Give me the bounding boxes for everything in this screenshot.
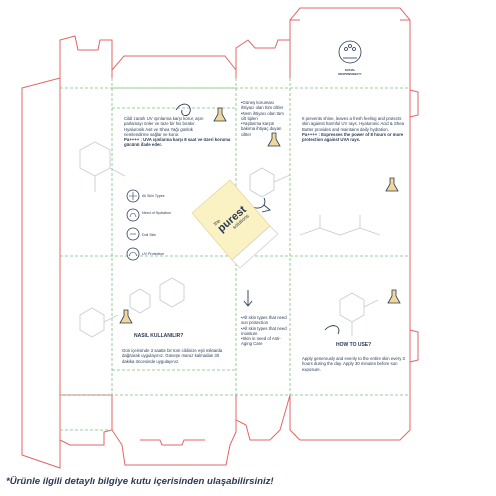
social-responsibility-logo: [338, 40, 362, 64]
side-list-tr: •Güneş koruması ihtiyacı olan tüm ciltle…: [241, 100, 287, 137]
howto-en-title: HOW TO USE?: [336, 342, 372, 348]
pa-note-en: Pa++++ : Expresses the power of 8 hours …: [302, 131, 404, 143]
pa-note-tr: Pa++++ : UVA ışınlarına karşı 8 saat ve …: [124, 137, 231, 148]
flask-icon: [387, 289, 401, 304]
flask-icon: [213, 107, 227, 122]
logo-line-1: SOCIAL: [344, 68, 356, 72]
side-list-en-item-1: •All skin types that need sun protection: [241, 315, 287, 326]
side-list-en-item-2: •All skin types that need moisture: [241, 325, 287, 336]
icon-label-need-of-hydration: Need of Hydration: [142, 211, 171, 215]
howto-tr-title: NASIL KULLANILIR?: [134, 333, 184, 339]
chemical-structure-drawings: [79, 141, 381, 338]
sunscreen-tube: [191, 179, 279, 269]
description-tr-line-3: Hyaluronik Asit ve Shea Yağı günlük: [124, 126, 193, 132]
howto-tr-text: Gün içerisinde 3 saatte bir tüm cildiniz…: [122, 348, 223, 364]
description-tr-line-4: nemlendirme sağlar ve korur.: [124, 131, 180, 137]
icon-label-uv-protection: UV Protection: [142, 252, 165, 256]
side-list-en-item-3: •Skin in need of Anti-Aging Care: [241, 336, 281, 347]
description-en-text: It prevents shine, leaves a fresh feelin…: [302, 116, 404, 132]
skin-type-icon-glyphs: [128, 192, 138, 257]
flask-icon: [119, 309, 133, 324]
logo-line-2: RESPONSIBILITY: [338, 72, 362, 76]
footnote: *Ürünle ilgili detaylı bilgiye kutu içer…: [6, 476, 274, 487]
howto-en-text: Apply generously and evenly to the entir…: [302, 356, 405, 372]
side-list-tr-item-1: •Güneş koruması ihtiyacı olan tüm ciltle…: [241, 100, 284, 111]
icon-label-all-skin-types: All Skin Types: [142, 194, 165, 198]
flask-icon: [267, 132, 281, 147]
side-list-en: •All skin types that need sun protection…: [241, 315, 287, 347]
description-tr-line-2: parlamayı önler ve taze bir his bırakır.: [124, 121, 196, 127]
cut-lines: [21, 7, 419, 469]
flask-icon: [385, 177, 399, 192]
description-tr-line-1: Cildi zararlı UV ışınlarına karşı korur,…: [124, 116, 204, 121]
skin-type-icons: [126, 189, 140, 261]
description-en: It prevents shine, leaves a fresh feelin…: [302, 116, 406, 142]
side-list-tr-item-3: •Yaşlanma karşıtı bakıma ihtiyaç duyan c…: [241, 121, 282, 137]
side-list-tr-item-2: •Nem ihtiyacı olan tüm cilt tipleri: [241, 110, 284, 121]
logo-text: SOCIAL RESPONSIBILITY: [325, 68, 375, 76]
icon-label-dull-skin: Dull Skin: [142, 233, 157, 237]
description-tr: Cildi zararlı UV ışınlarına karşı korur,…: [124, 116, 232, 148]
